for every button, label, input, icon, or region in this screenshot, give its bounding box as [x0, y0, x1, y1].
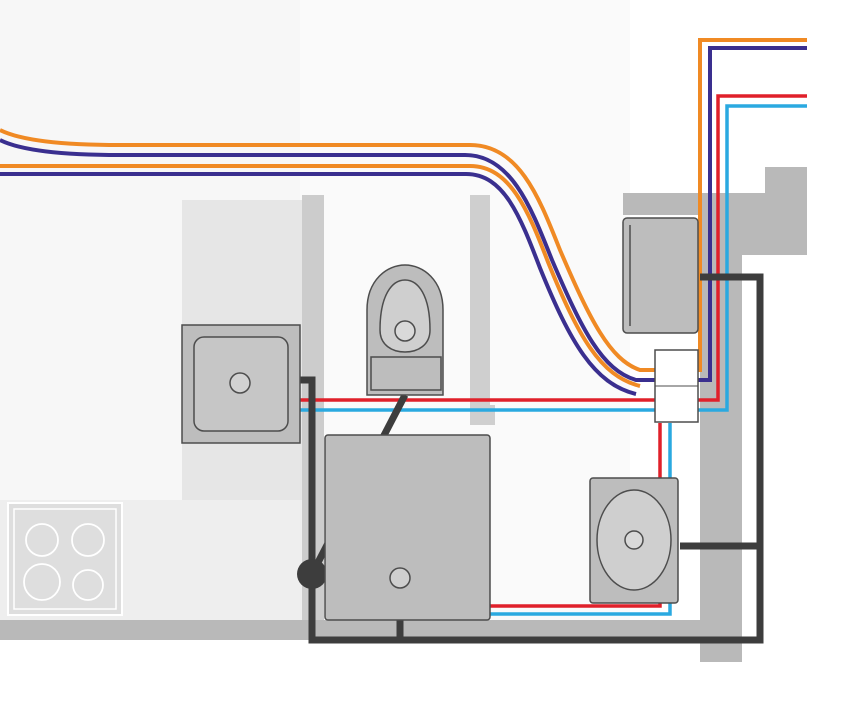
heating-return-pipe: [0, 172, 637, 396]
heating-return-pipe: [0, 46, 807, 382]
drain-stack-icon: [297, 559, 327, 589]
wall-segment: [623, 193, 765, 215]
wall-segment: [700, 193, 742, 643]
manifold-icon: [654, 349, 699, 423]
wall-segment: [700, 640, 742, 662]
toilet-icon: [366, 264, 444, 396]
boiler-icon: [622, 217, 699, 334]
drain-pipe: [294, 273, 764, 644]
wall-segment: [470, 195, 490, 425]
square-basin-icon: [181, 324, 301, 444]
oval-basin-icon: [589, 477, 679, 604]
square-tub-icon: [324, 434, 491, 621]
wall-segment: [742, 215, 807, 255]
heating-flow-pipe: [0, 164, 641, 388]
wall-segment: [490, 405, 495, 425]
wall-segment: [0, 620, 740, 640]
cold-water-pipe: [300, 104, 807, 412]
hot-water-pipe: [300, 94, 807, 402]
cooktop-icon: [7, 502, 123, 616]
heating-flow-pipe: [0, 38, 807, 372]
